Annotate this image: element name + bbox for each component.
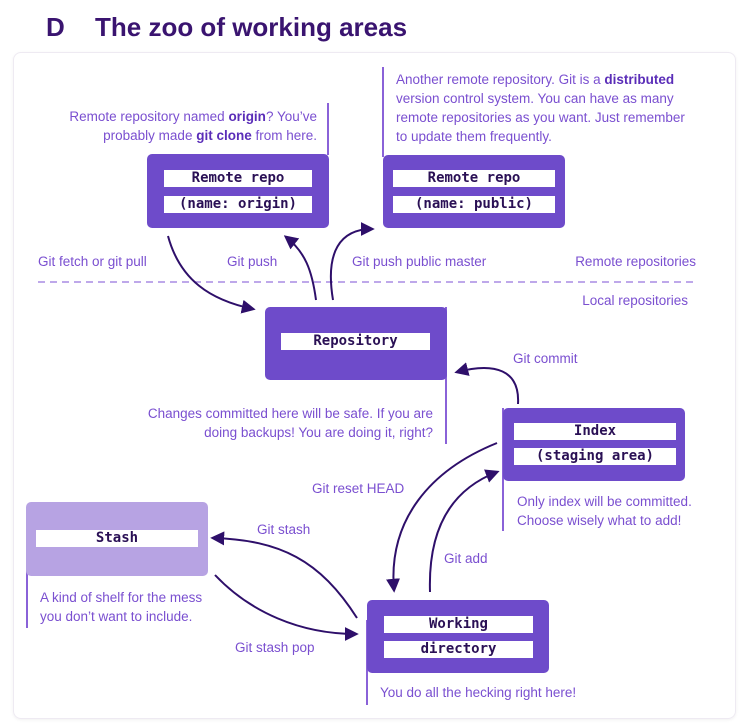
note-line-stash (26, 560, 28, 628)
arrow-reset-head (386, 442, 498, 593)
note-line-public (382, 67, 384, 157)
diagram-card (13, 52, 736, 719)
label-git-stash-pop: Git stash pop (235, 640, 315, 655)
page-title: The zoo of working areas (95, 12, 408, 42)
remote-repo-public-box[interactable]: Remote repo (name: public) (383, 155, 565, 228)
arrow-push (283, 235, 317, 301)
repository-box[interactable]: Repository (265, 307, 447, 380)
label-git-reset-head: Git reset HEAD (312, 481, 405, 496)
arrow-fetch (167, 235, 256, 314)
arrow-stash (210, 531, 358, 619)
box-label: Remote repo (393, 170, 555, 187)
box-label: Stash (36, 530, 198, 547)
box-label: Working (384, 616, 533, 633)
index-box[interactable]: Index (staging area) (503, 408, 685, 481)
note-public: Another remote repository. Git is a dist… (396, 72, 685, 144)
label-git-fetch: Git fetch or git pull (38, 254, 147, 269)
note-working: You do all the hecking right here! (380, 685, 577, 700)
label-local-repositories: Local repositories (582, 293, 688, 308)
remote-repo-origin-box[interactable]: Remote repo (name: origin) (147, 154, 329, 228)
box-label: (name: public) (393, 196, 555, 213)
box-label: (staging area) (514, 448, 676, 465)
note-origin: Remote repository named origin? You’ve p… (69, 109, 317, 143)
arrow-commit (454, 362, 520, 405)
arrow-push-public (329, 222, 375, 301)
label-git-commit: Git commit (513, 351, 578, 366)
box-label: (name: origin) (164, 196, 312, 213)
label-git-stash: Git stash (257, 522, 311, 537)
box-label: Remote repo (164, 170, 312, 187)
arrow-stash-pop (214, 574, 359, 641)
note-line-origin (327, 103, 329, 155)
box-label: Repository (281, 333, 430, 350)
label-remote-repositories: Remote repositories (575, 254, 696, 269)
box-label: Index (514, 423, 676, 440)
box-label: directory (384, 641, 533, 658)
section-letter: D (46, 12, 65, 42)
note-index: Only index will be committed.Choose wise… (517, 494, 692, 528)
stash-box[interactable]: Stash (26, 502, 208, 576)
note-repository: Changes committed here will be safe. If … (147, 406, 433, 440)
working-directory-box[interactable]: Working directory (367, 600, 549, 673)
label-git-push-public: Git push public master (352, 254, 487, 269)
label-git-add: Git add (444, 551, 488, 566)
arrow-add (428, 469, 500, 593)
label-git-push: Git push (227, 254, 278, 269)
